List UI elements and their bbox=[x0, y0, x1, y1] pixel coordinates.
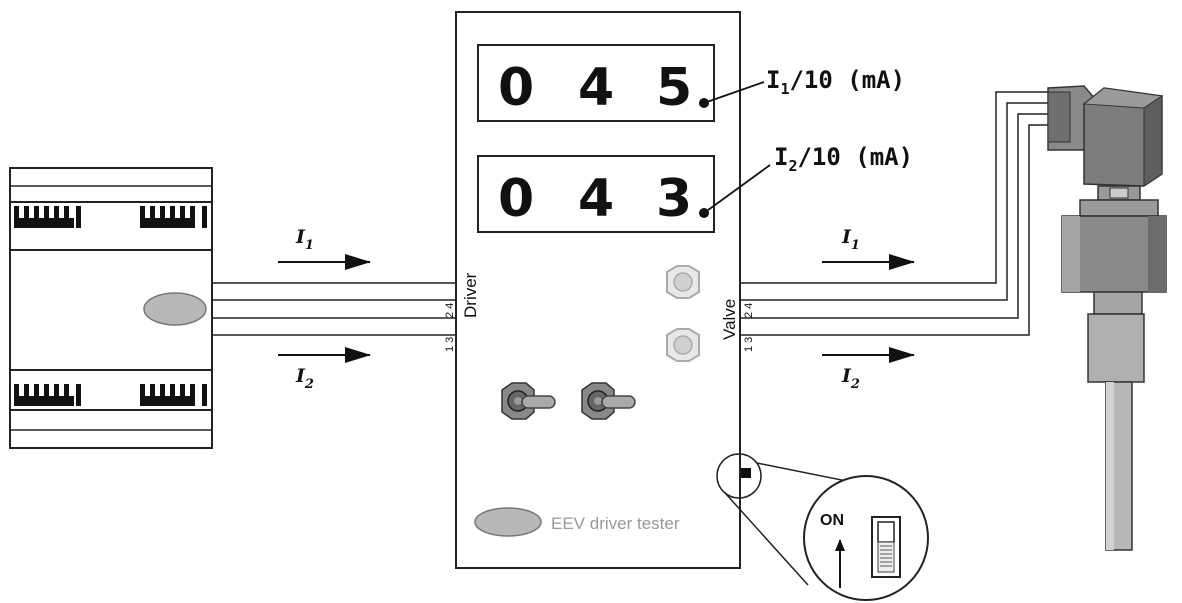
terminal-block-bottom-left bbox=[14, 384, 81, 406]
tester-led bbox=[474, 507, 542, 537]
dip-switch-zoom: ON bbox=[716, 453, 929, 601]
valve-port-label: Valve bbox=[720, 299, 739, 340]
terminal-block-top-left bbox=[14, 206, 81, 228]
driver-cable bbox=[212, 282, 456, 336]
display-1-digit-1: 0 bbox=[498, 58, 534, 118]
current-label-i2-right: I2 bbox=[841, 365, 860, 392]
display-2-digit-3: 3 bbox=[656, 169, 692, 229]
driver-pins-bottom: 1 3 bbox=[444, 337, 456, 352]
display-1-digit-2: 4 bbox=[578, 58, 614, 118]
display-2-label: I2/10 (mA) bbox=[774, 143, 913, 175]
current-display-2: 0 4 3 bbox=[477, 155, 715, 233]
valve-pins-top: 2 4 bbox=[743, 303, 755, 318]
current-display-1: 0 4 5 bbox=[477, 44, 715, 122]
toggle-switch-2[interactable] bbox=[581, 382, 636, 420]
driver-port-label: Driver bbox=[461, 272, 480, 318]
tester-name: EEV driver tester bbox=[551, 514, 680, 533]
valve-cable bbox=[740, 91, 1050, 336]
display-1-label: I1/10 (mA) bbox=[766, 66, 905, 98]
terminal-block-top-right bbox=[140, 206, 207, 228]
test-point-1[interactable] bbox=[666, 265, 700, 299]
tester-box: 0 4 5 0 4 3 Driver 2 4 1 3 Valve 2 4 1 3 bbox=[444, 11, 755, 569]
valve-pins-bottom: 1 3 bbox=[743, 337, 755, 352]
current-label-i2-left: I2 bbox=[295, 365, 314, 392]
current-label-i1-left: I1 bbox=[295, 226, 314, 253]
display-1-digit-3: 5 bbox=[656, 58, 692, 118]
display-2-digit-1: 0 bbox=[498, 169, 534, 229]
eev-driver-module bbox=[9, 167, 213, 449]
dip-switch-on-label: ON bbox=[820, 512, 844, 529]
dip-switch[interactable] bbox=[871, 516, 901, 578]
terminal-block-bottom-right bbox=[140, 384, 207, 406]
current-label-i1-right: I1 bbox=[841, 226, 860, 253]
driver-pins-top: 2 4 bbox=[444, 303, 456, 318]
driver-led bbox=[143, 292, 207, 326]
expansion-valve bbox=[1047, 85, 1167, 551]
display-2-digit-2: 4 bbox=[578, 169, 614, 229]
dip-switch-marker[interactable] bbox=[741, 468, 751, 478]
display-1-callout bbox=[703, 81, 765, 104]
test-point-2[interactable] bbox=[666, 328, 700, 362]
display-2-callout bbox=[703, 164, 771, 214]
toggle-switch-1[interactable] bbox=[501, 382, 556, 420]
